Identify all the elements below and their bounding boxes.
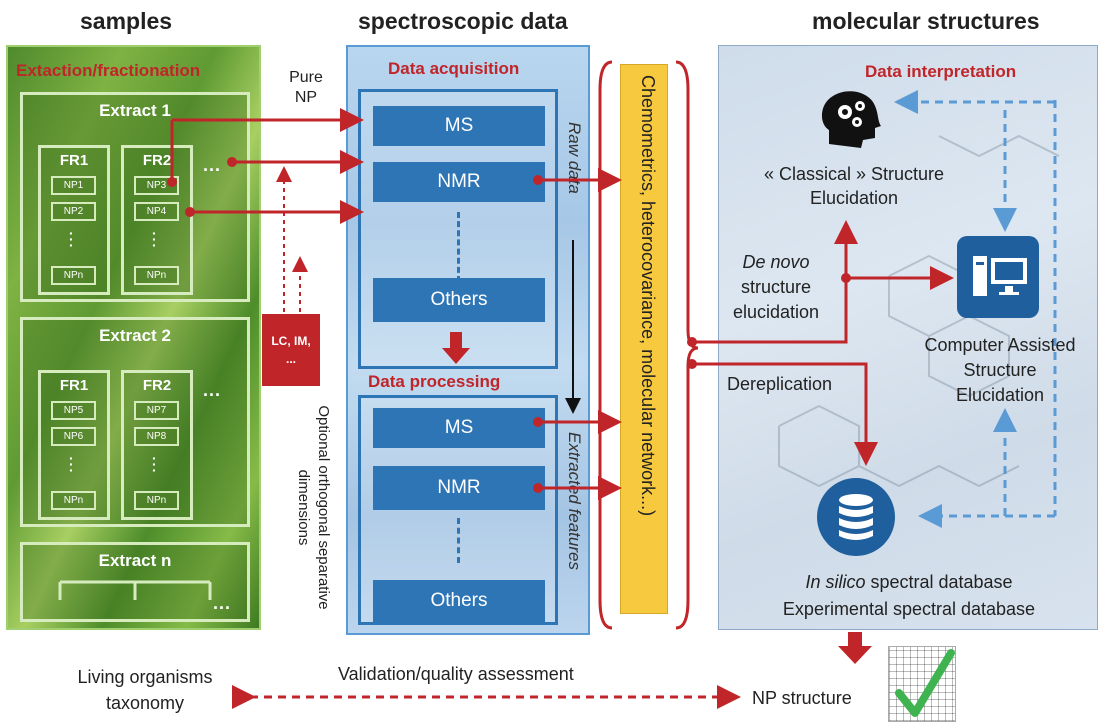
vertical-ellipsis: ··· xyxy=(152,450,157,478)
np-item: NP4 xyxy=(134,202,179,221)
experimental-db-label: Experimental spectral database xyxy=(782,599,1036,619)
dashed-connector xyxy=(457,212,460,282)
bracket-left xyxy=(598,60,613,630)
database-icon-bg xyxy=(817,478,895,556)
in-silico-rest: spectral database xyxy=(865,572,1013,592)
in-silico-italic: In silico xyxy=(805,572,866,592)
extract-n-title: Extract n xyxy=(98,551,172,570)
data-acquisition-title: Data acquisition xyxy=(388,59,520,78)
np-item: NP5 xyxy=(51,401,96,420)
extract-1-title: Extract 1 xyxy=(99,101,171,120)
acquisition-group: MS NMR Others xyxy=(358,89,558,369)
de-novo-rest: structure elucidation xyxy=(732,277,820,322)
checkmark-icon xyxy=(895,649,955,717)
computer-icon xyxy=(973,256,1027,296)
living-organisms-label: Living organisms taxonomy xyxy=(77,667,213,713)
classical-elucidation-label: « Classical » Structure Elucidation xyxy=(763,164,945,208)
extract-n-box: Extract n ... xyxy=(20,542,250,622)
fr2-title: FR2 xyxy=(142,377,172,394)
dereplication-label: Dereplication xyxy=(727,374,833,394)
down-arrow-np xyxy=(838,632,872,664)
raw-data-label: Raw data xyxy=(558,122,588,252)
fr1-title: FR1 xyxy=(59,377,89,394)
vertical-ellipsis: ··· xyxy=(69,225,74,253)
np-structure-grid xyxy=(888,646,956,722)
de-novo-italic: De novo xyxy=(742,252,810,272)
horizontal-ellipsis: ... xyxy=(203,155,222,175)
fr2-title: FR2 xyxy=(142,152,172,169)
chemometrics-text: Chemometrics, heterocovariance, molecula… xyxy=(638,75,658,517)
extracted-features-text: Extracted features xyxy=(565,432,584,570)
processing-group: MS NMR Others xyxy=(358,395,558,625)
chemometrics-bar: Chemometrics, heterocovariance, molecula… xyxy=(620,64,668,614)
database-icon xyxy=(839,494,873,540)
validation-label: Validation/quality assessment xyxy=(338,664,574,684)
np-item: NPn xyxy=(51,266,96,285)
samples-header: samples xyxy=(80,8,173,34)
data-interpretation-title: Data interpretation xyxy=(865,62,1017,81)
pure-np-label: Pure NP xyxy=(289,69,323,106)
ms-acq-button[interactable]: MS xyxy=(373,106,545,146)
np-item: NP8 xyxy=(134,427,179,446)
ms-proc-button[interactable]: MS xyxy=(373,408,545,448)
np-item: NPn xyxy=(51,491,96,510)
spectroscopic-panel: Data acquisition MS NMR Others Raw data … xyxy=(346,45,590,635)
molecular-header: molecular structures xyxy=(812,8,1040,34)
extract-2-title: Extract 2 xyxy=(99,326,171,345)
molecular-panel: Data interpretation « Classical » Struct… xyxy=(718,45,1098,630)
raw-data-text: Raw data xyxy=(565,122,584,194)
in-silico-label: In silico spectral database xyxy=(729,572,1089,593)
np-structure-label: NP structure xyxy=(752,688,852,708)
np-item: NP3 xyxy=(134,176,179,195)
orthogonal-label: Optional orthogonal separative dimension… xyxy=(245,405,337,615)
others-proc-button[interactable]: Others xyxy=(373,580,545,622)
extracted-features-label: Extracted features xyxy=(558,432,588,632)
fr2-box: FR2 NP3 NP4 ··· NPn xyxy=(121,145,193,295)
np-item: NP1 xyxy=(51,176,96,195)
dashed-connector xyxy=(457,518,460,563)
bracket-right xyxy=(675,60,699,630)
vertical-ellipsis: ··· xyxy=(69,450,74,478)
fr1-box: FR1 NP1 NP2 ··· NPn xyxy=(38,145,110,295)
horizontal-ellipsis: ... xyxy=(203,380,222,400)
nmr-acq-button[interactable]: NMR xyxy=(373,162,545,202)
de-novo-label: De novo structure elucidation xyxy=(721,250,831,325)
spectroscopic-header: spectroscopic data xyxy=(358,8,568,34)
fr1-box: FR1 NP5 NP6 ··· NPn xyxy=(38,370,110,520)
np-item: NP2 xyxy=(51,202,96,221)
vertical-ellipsis: ··· xyxy=(152,225,157,253)
extract-1-box: Extract 1 FR1 NP1 NP2 ··· NPn FR2 NP3 NP… xyxy=(20,92,250,302)
orthogonal-text: Optional orthogonal separative dimension… xyxy=(295,405,332,610)
computer-icon-bg xyxy=(957,236,1039,318)
nmr-proc-button[interactable]: NMR xyxy=(373,466,545,510)
np-item: NPn xyxy=(134,266,179,285)
extract-2-box: Extract 2 FR1 NP5 NP6 ··· NPn FR2 NP7 NP… xyxy=(20,317,250,527)
others-acq-button[interactable]: Others xyxy=(373,278,545,322)
fr1-title: FR1 xyxy=(59,152,89,169)
extract-n-tree xyxy=(58,580,212,600)
computer-assisted-label: Computer Assisted Structure Elucidation xyxy=(924,335,1076,405)
brain-gears-icon xyxy=(821,91,881,148)
molecule-background xyxy=(778,134,1060,488)
data-processing-title: Data processing xyxy=(368,372,501,391)
lc-im-box: LC, IM, ... xyxy=(262,314,320,386)
horizontal-ellipsis: ... xyxy=(213,593,232,613)
np-item: NPn xyxy=(134,491,179,510)
fr2-box: FR2 NP7 NP8 ··· NPn xyxy=(121,370,193,520)
np-item: NP7 xyxy=(134,401,179,420)
samples-panel: Extaction/fractionation Extract 1 FR1 NP… xyxy=(6,45,261,630)
np-item: NP6 xyxy=(51,427,96,446)
extraction-title: Extaction/fractionation xyxy=(16,61,201,80)
